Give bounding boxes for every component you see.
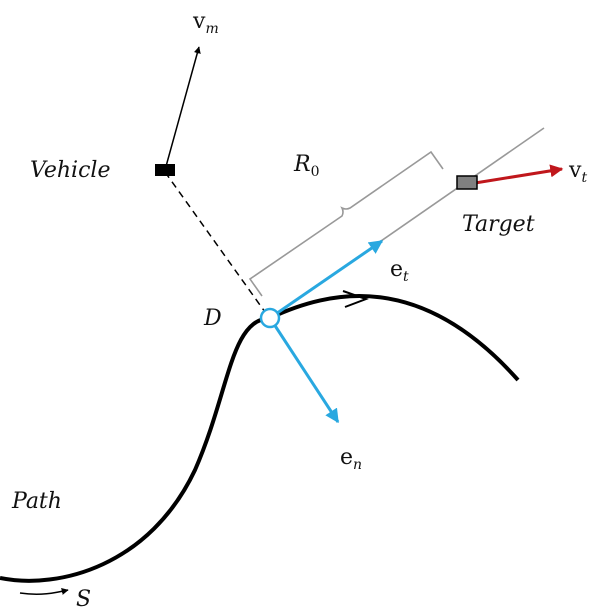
vehicle-to-d-dashed-line — [164, 171, 266, 313]
en-label: en — [340, 445, 362, 473]
vm-label: vm — [192, 9, 219, 37]
s-label: S — [76, 587, 91, 612]
r0-label: R0 — [293, 152, 320, 180]
vehicle-body — [155, 164, 175, 176]
target-body — [456, 175, 478, 190]
et-vector — [269, 239, 384, 320]
path-direction-arrow — [342, 290, 369, 308]
path-label: Path — [11, 489, 62, 514]
target-velocity-arrow — [474, 164, 564, 185]
target-label: Target — [462, 212, 535, 237]
et-label: et — [390, 257, 409, 285]
s-arrow — [19, 588, 69, 595]
path-curve — [0, 294, 520, 583]
projection-point-d — [259, 307, 281, 329]
en-vector — [268, 317, 340, 424]
vehicle-label: Vehicle — [30, 158, 110, 183]
r0-bracket — [248, 150, 444, 297]
vehicle-velocity-arrow — [164, 46, 201, 171]
d-label: D — [203, 306, 222, 331]
vt-label: vt — [568, 158, 587, 186]
